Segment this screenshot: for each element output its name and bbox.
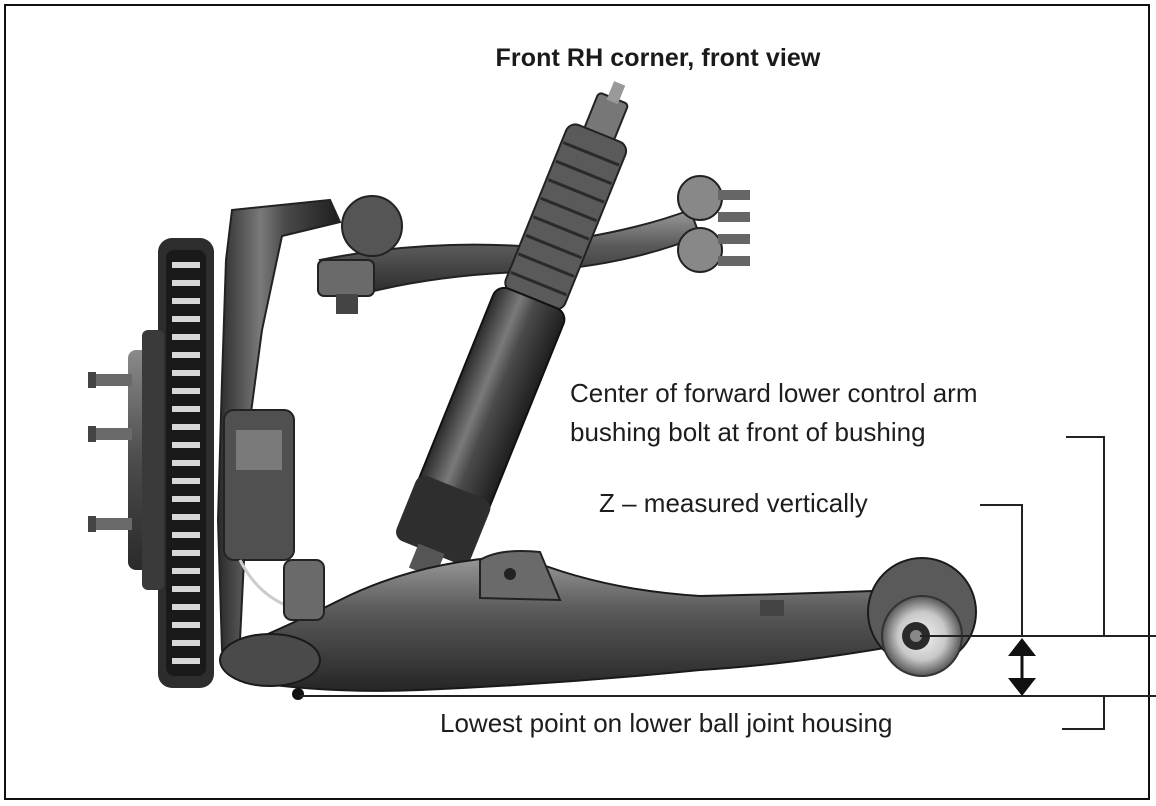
upper-control-arm <box>317 175 750 314</box>
z-dimension-arrow <box>1008 638 1036 696</box>
wheel-hub <box>88 330 164 590</box>
bushing-center-label-line2: bushing bolt at front of bushing <box>570 417 926 447</box>
brake-rotor <box>158 238 214 688</box>
lowest-point-leader <box>1062 696 1105 730</box>
bushing-center-leader <box>1066 436 1105 636</box>
bushing-center-label-line1: Center of forward lower control arm <box>570 378 978 408</box>
reference-lines <box>300 436 1156 730</box>
z-measurement-label: Z – measured vertically <box>599 488 868 518</box>
lower-arm-bushing <box>867 557 977 677</box>
lower-control-arm <box>219 550 977 700</box>
shock-absorber <box>396 81 629 579</box>
diagram-title: Front RH corner, front view <box>495 44 821 72</box>
lowest-point-label: Lowest point on lower ball joint housing <box>440 708 893 738</box>
steering-knuckle <box>216 198 342 652</box>
lower-ball-joint <box>219 559 325 700</box>
upper-arm-bushings <box>677 175 750 273</box>
z-leader <box>980 504 1023 636</box>
